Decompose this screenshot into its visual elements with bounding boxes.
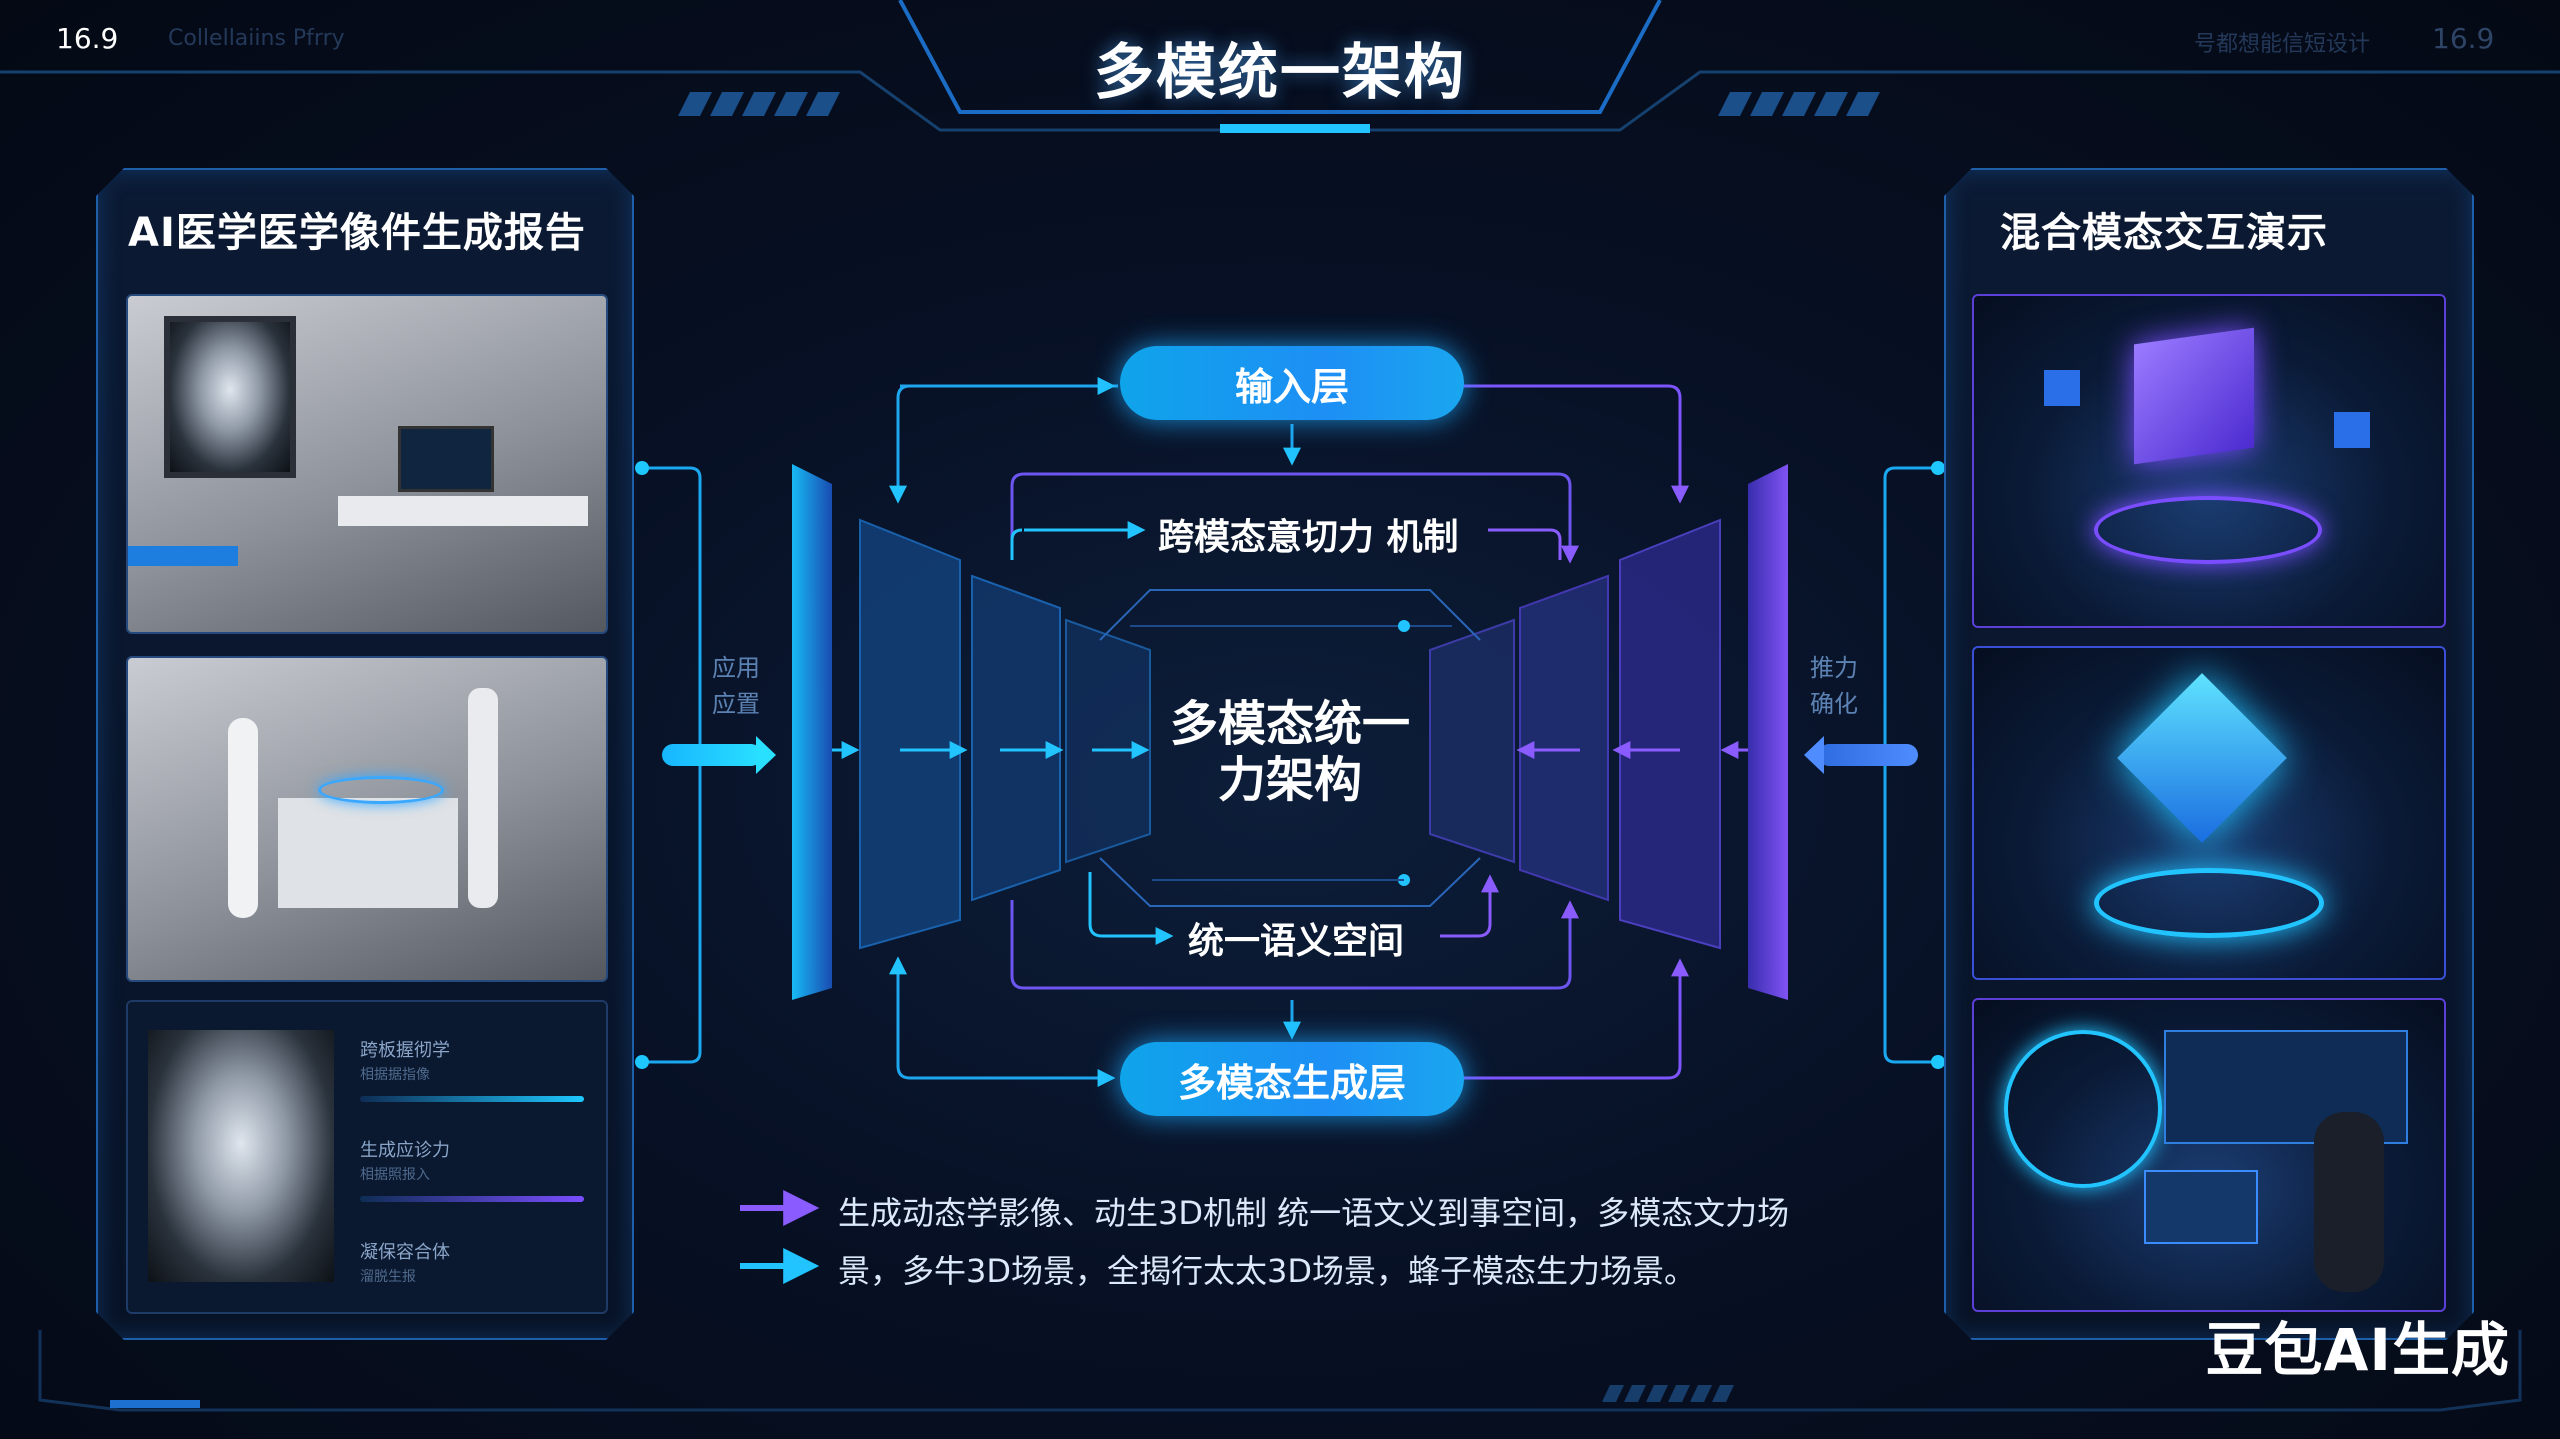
attention-mechanism-label: 跨模态意切力 机制 bbox=[1158, 517, 1459, 558]
left-side-label: 应用 应置 bbox=[712, 650, 760, 722]
center-line-1: 多模态统一 bbox=[1169, 696, 1410, 752]
hologram-ring bbox=[318, 776, 444, 804]
platform-ring bbox=[2094, 496, 2322, 564]
left-info-card bbox=[126, 1000, 608, 1314]
chest-xray-image bbox=[148, 1030, 334, 1282]
page-title: 多模统一架构 bbox=[1094, 38, 1466, 108]
header-left-number: 16.9 bbox=[56, 22, 119, 55]
info-row-2-label: 生成应诊力 bbox=[360, 1140, 450, 1161]
operator-figure bbox=[2314, 1112, 2384, 1292]
info-row-1-bar bbox=[360, 1096, 584, 1102]
info-row-3-sub: 溜脱生报 bbox=[360, 1269, 416, 1285]
center-line-2: 力架构 bbox=[1217, 752, 1362, 808]
xray-image bbox=[164, 316, 296, 478]
bed-shape bbox=[128, 546, 238, 566]
header-right-text: 号都想能信短设计 bbox=[2194, 32, 2371, 57]
info-row-2-sub: 相据照报入 bbox=[360, 1167, 430, 1183]
hologram-base-ring bbox=[2094, 868, 2324, 938]
output-layer-node: 多模态生成层 bbox=[1120, 1042, 1464, 1116]
left-panel-title: AI医学医学像件生成报告 bbox=[128, 210, 586, 256]
right-side-label-1: 推力 bbox=[1810, 654, 1858, 682]
info-row-3-label: 凝保容合体 bbox=[360, 1242, 450, 1263]
center-architecture-label: 多模态统一 力架构 bbox=[1150, 696, 1430, 808]
person-figure bbox=[228, 718, 258, 918]
right-image-operator bbox=[1972, 998, 2446, 1312]
right-panel-title: 混合模态交互演示 bbox=[2000, 210, 2328, 256]
left-image-robot-lab bbox=[126, 656, 608, 982]
info-row-1-sub: 相据据指像 bbox=[360, 1067, 430, 1083]
purple-cube bbox=[2134, 327, 2254, 465]
small-cube-left bbox=[2044, 370, 2080, 406]
console-shape bbox=[278, 798, 458, 908]
left-image-lab-xray bbox=[126, 294, 608, 634]
laptop-screen bbox=[2144, 1170, 2258, 1244]
cyan-cube-cluster bbox=[2117, 673, 2287, 843]
monitor-screen bbox=[398, 426, 494, 492]
watermark-text: 豆包AI生成 bbox=[2205, 1316, 2510, 1384]
desk-shape bbox=[338, 496, 588, 526]
input-layer-node: 输入层 bbox=[1120, 346, 1464, 420]
left-side-label-1: 应用 bbox=[712, 654, 760, 682]
right-image-hologram-cube bbox=[1972, 646, 2446, 980]
small-cube-right bbox=[2334, 412, 2370, 448]
right-image-cube-platform bbox=[1972, 294, 2446, 628]
semantic-space-label: 统一语义空间 bbox=[1188, 921, 1405, 962]
right-side-label-2: 确化 bbox=[1810, 690, 1858, 718]
bottom-line-1: 生成动态学影像、动生3D机制 统一语文义到事空间，多模态文力场 bbox=[838, 1194, 1790, 1232]
info-row-2-bar bbox=[360, 1196, 584, 1202]
bottom-line-2: 景，多牛3D场景，全揭行太太3D场景，蜂子模态生力场景。 bbox=[838, 1252, 1697, 1290]
info-row-1-label: 跨板握彻学 bbox=[360, 1040, 450, 1061]
hud-circle bbox=[2004, 1030, 2162, 1188]
left-side-label-2: 应置 bbox=[712, 690, 760, 718]
right-side-label: 推力 确化 bbox=[1810, 650, 1858, 722]
header-left-text: Collellaiins Pfrry bbox=[168, 26, 345, 51]
header-right-number: 16.9 bbox=[2432, 22, 2495, 55]
robot-arm bbox=[468, 688, 498, 908]
